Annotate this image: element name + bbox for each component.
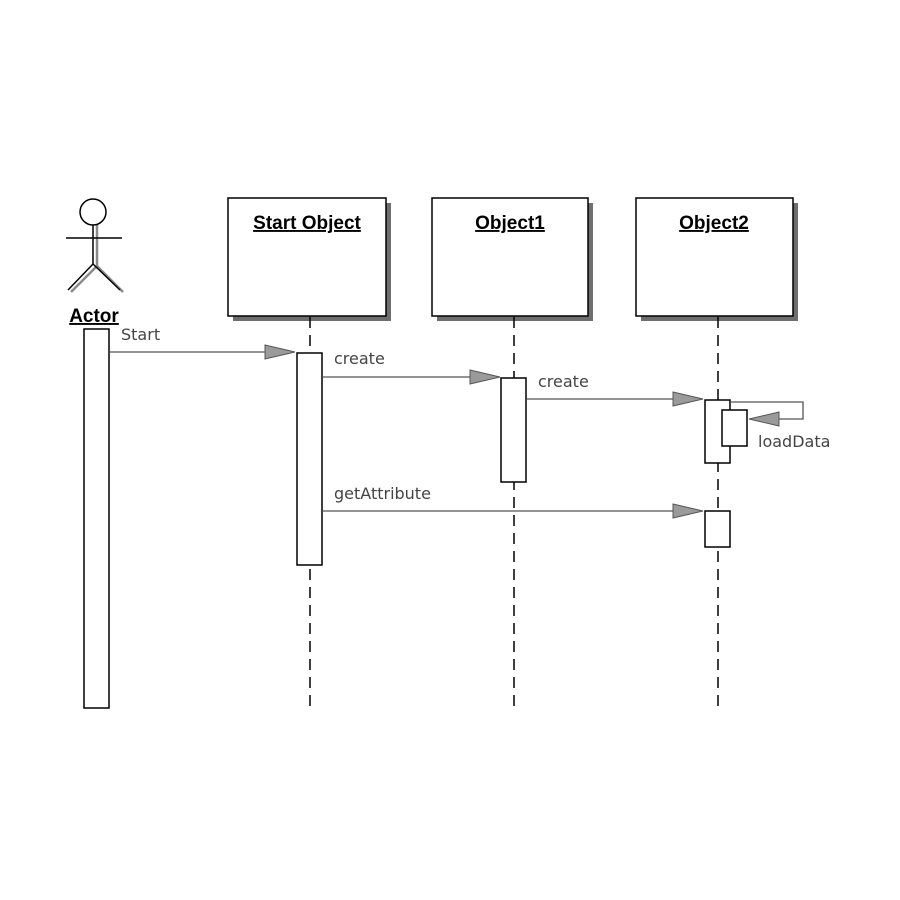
participant-object1[interactable]: Object1 <box>431 197 593 321</box>
participant-title: Object2 <box>679 213 749 234</box>
object2-self-activation <box>721 409 748 447</box>
message-label: Start <box>121 325 160 344</box>
message-label: create <box>334 349 385 368</box>
actor-activation <box>83 328 110 709</box>
participant-title: Object1 <box>475 213 545 234</box>
start-object-activation <box>296 352 323 566</box>
message-label: getAttribute <box>334 484 431 503</box>
participant-object2[interactable]: Object2 <box>635 197 798 321</box>
message-loaddata: loadData <box>731 401 830 451</box>
message-create-object1: create <box>323 349 501 385</box>
message-label: loadData <box>758 432 830 451</box>
participant-start-object[interactable]: Start Object <box>227 197 391 321</box>
message-getattribute: getAttribute <box>323 484 704 519</box>
message-label: create <box>538 372 589 391</box>
participant-title: Start Object <box>253 213 361 234</box>
object1-activation <box>500 377 527 483</box>
message-start: Start <box>110 325 296 360</box>
message-create-object2: create <box>527 372 704 407</box>
object2-activation-2 <box>704 510 731 548</box>
actor-label: Actor <box>69 306 119 327</box>
actor-figure <box>66 198 124 293</box>
